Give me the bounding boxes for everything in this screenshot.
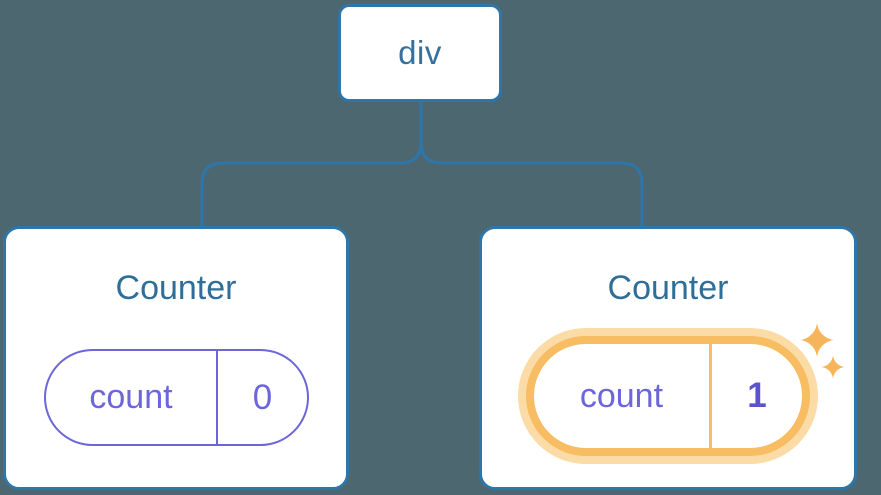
component-title: Counter [607, 269, 729, 307]
state-pill: count 0 [43, 349, 309, 446]
state-value: 1 [747, 376, 767, 415]
component-title: Counter [115, 269, 237, 307]
state-value: 0 [252, 377, 273, 417]
state-key-label: count [89, 378, 173, 416]
state-pill-highlighted: count 1 [526, 336, 810, 456]
connector-right-branch [419, 102, 644, 227]
counter-card-left: Counter count 0 [3, 226, 349, 490]
state-key-cell: count [534, 344, 712, 448]
state-key-label: count [579, 376, 664, 415]
counter-card-right: Counter count 1 [479, 226, 857, 490]
root-node-div: div [338, 4, 502, 102]
state-key-cell: count [46, 351, 219, 444]
state-value-cell: 0 [218, 351, 306, 444]
state-value-cell: 1 [712, 344, 802, 448]
root-node-label: div [398, 34, 442, 71]
connector-left-branch [200, 102, 423, 227]
